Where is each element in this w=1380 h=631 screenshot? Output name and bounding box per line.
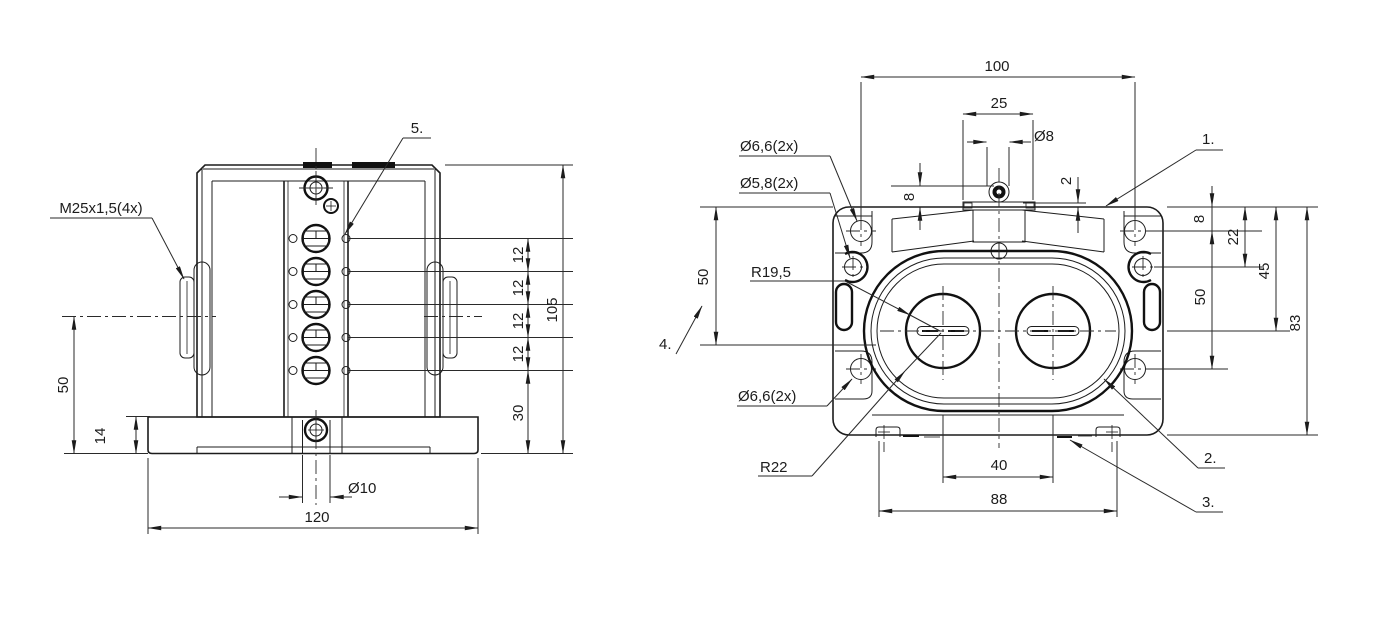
- terminal-plugs: [288, 223, 351, 386]
- dim-50-left: 50: [55, 377, 72, 394]
- dim-14: 14: [92, 428, 109, 445]
- top-tab: [303, 162, 332, 168]
- dim-pitch-4: 12: [510, 346, 527, 363]
- left-view: 12 12 12 12 30 105 50 14 Ø10 120: [50, 120, 573, 534]
- right-view-body: [832, 206, 1164, 452]
- left-view-dimensions: 12 12 12 12 30 105 50 14 Ø10 120: [55, 164, 573, 534]
- top-screw: [299, 171, 333, 205]
- label-hole-bottom: Ø6,6(2x): [738, 388, 796, 405]
- callout-2: 2.: [1204, 450, 1217, 467]
- small-screw: [323, 198, 339, 214]
- right-view-callouts: 1. 2. 3. 4.: [659, 131, 1225, 513]
- label-bore-radius: R19,5: [751, 264, 791, 281]
- dim-83: 83: [1287, 315, 1304, 332]
- dim-pitch-3: 12: [510, 313, 527, 330]
- centerlines-right-view: [880, 168, 1116, 448]
- plug: [288, 256, 351, 287]
- dim-50-side: 50: [695, 269, 712, 286]
- dim-8-right: 8: [1191, 215, 1208, 223]
- dim-30: 30: [510, 405, 527, 422]
- mounting-holes: [834, 216, 1162, 384]
- plug: [288, 355, 351, 386]
- right-view: 100 25 Ø8 8 2 50: [659, 58, 1318, 517]
- top-tab: [352, 162, 395, 168]
- right-view-dimensions-top: 100 25 Ø8 8 2: [860, 58, 1136, 233]
- label-outer-radius: R22: [760, 459, 788, 476]
- left-view-callouts: M25x1,5(4x) 5.: [50, 120, 431, 280]
- dim-100: 100: [984, 58, 1009, 75]
- dim-25: 25: [991, 95, 1008, 112]
- dim-88: 88: [991, 491, 1008, 508]
- right-view-dimensions-right: 8 50 22 45 83: [1149, 186, 1318, 436]
- right-view-dimension-left: 50: [695, 206, 876, 346]
- gland-boss-right: [426, 261, 458, 376]
- dim-22: 22: [1225, 229, 1242, 246]
- plug: [288, 289, 351, 320]
- plug: [288, 322, 351, 353]
- dim-grommet-dia: Ø8: [1034, 128, 1054, 145]
- label-hole-top: Ø6,6(2x): [740, 138, 798, 155]
- callout-5: 5.: [411, 120, 424, 137]
- dim-120: 120: [304, 509, 329, 526]
- right-view-dimensions-bottom: 40 88: [878, 415, 1118, 517]
- gland-boss-left: [179, 261, 211, 376]
- plug: [288, 223, 351, 254]
- thread-label: M25x1,5(4x): [59, 200, 142, 217]
- centerlines-left-view: [62, 148, 482, 505]
- base-flange: [147, 416, 479, 455]
- dim-40: 40: [991, 457, 1008, 474]
- dim-45: 45: [1256, 263, 1273, 280]
- dim-hole-dia: Ø10: [348, 480, 376, 497]
- callout-1: 1.: [1202, 131, 1215, 148]
- dim-pitch-2: 12: [510, 280, 527, 297]
- dim-plate-height: 2: [1058, 177, 1075, 185]
- callout-3: 3.: [1202, 494, 1215, 511]
- dim-pitch-1: 12: [510, 247, 527, 264]
- buffer-rings: [862, 249, 1134, 413]
- dim-grommet-height: 8: [901, 193, 918, 201]
- right-view-labels: Ø6,6(2x) Ø5,8(2x) R19,5 Ø6,6(2x) R22: [737, 138, 942, 477]
- callout-4: 4.: [659, 336, 672, 353]
- dim-50-right: 50: [1192, 289, 1209, 306]
- label-hole-small: Ø5,8(2x): [740, 175, 798, 192]
- dim-105: 105: [544, 297, 561, 322]
